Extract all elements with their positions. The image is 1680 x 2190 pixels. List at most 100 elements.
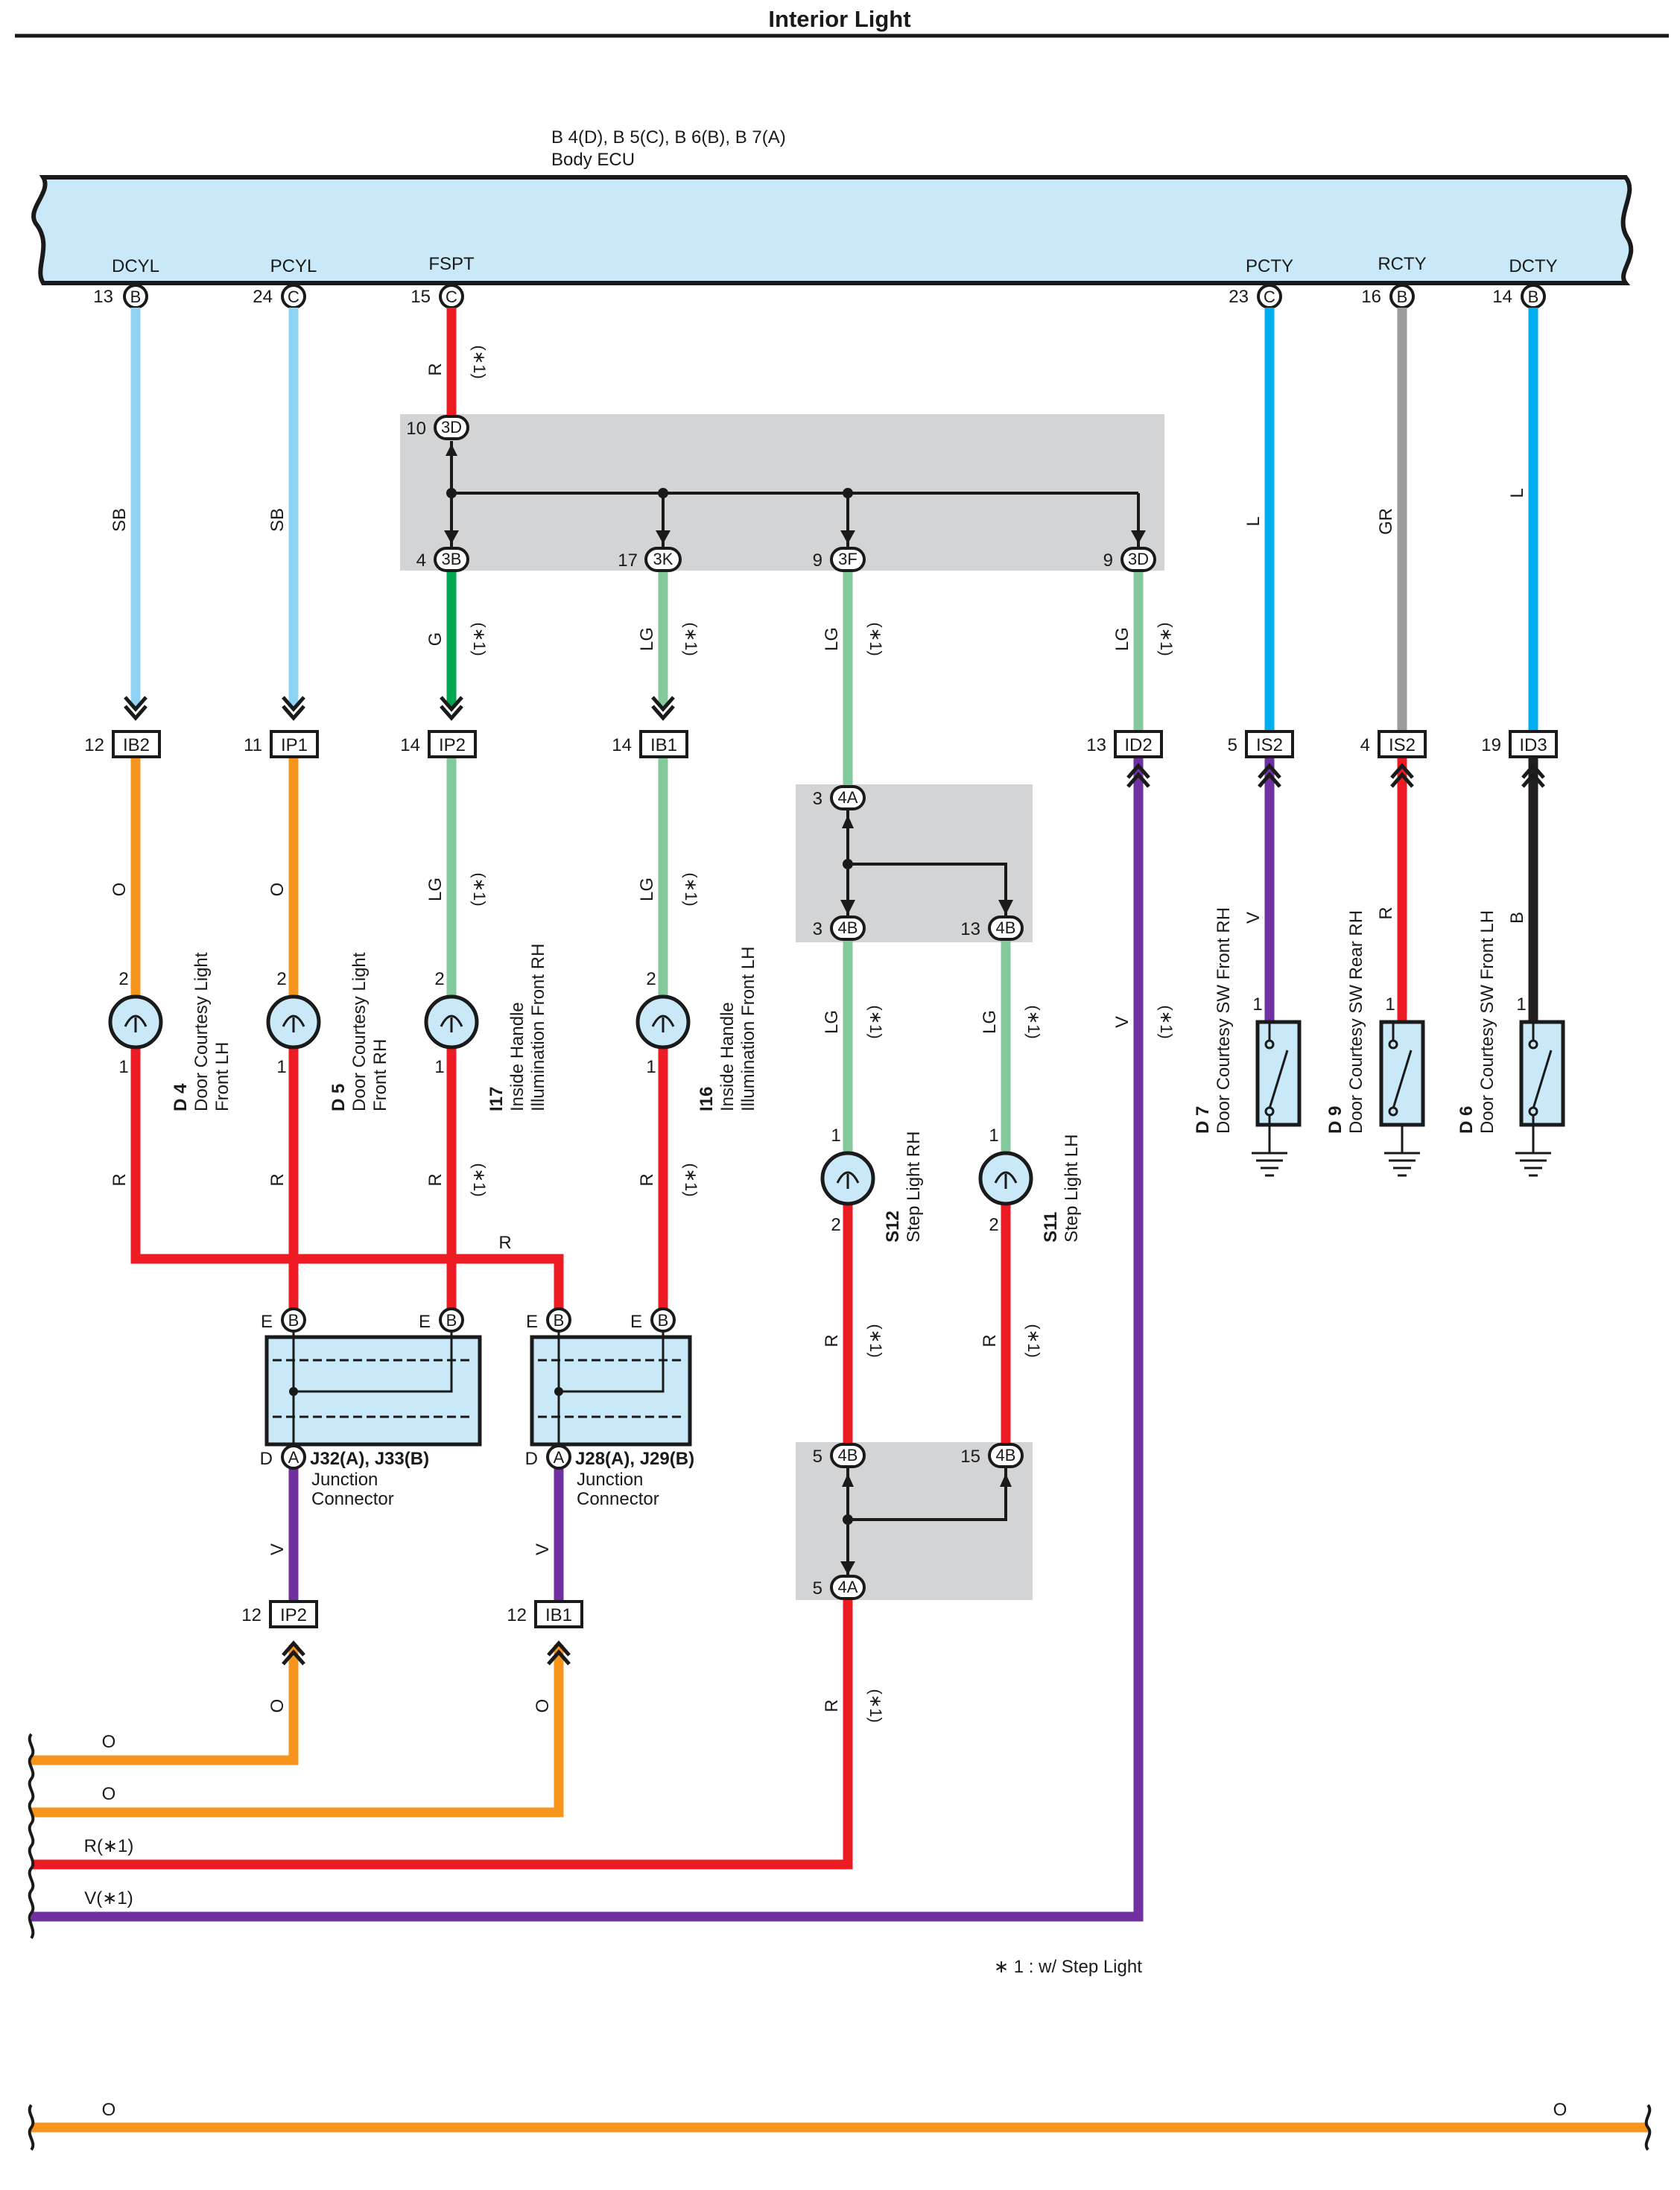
svg-text:B: B (658, 1311, 669, 1330)
ecu-pin-fspt: FSPT 15 C (411, 254, 475, 309)
svg-text:(∗1): (∗1) (866, 1689, 885, 1722)
junction-connector-1: B B A E E D J32(A), J33(B) Junction Conn… (260, 1307, 482, 1509)
ground-icon (1252, 1152, 1287, 1177)
svg-text:(∗1): (∗1) (1157, 622, 1176, 656)
svg-text:IB2: IB2 (123, 735, 150, 755)
svg-text:IB1: IB1 (650, 735, 677, 755)
svg-text:4B: 4B (996, 1446, 1016, 1464)
switch-icon (1519, 1020, 1565, 1127)
junction-connector-2: B B A E E D J28(A), J29(B) Junction Conn… (525, 1307, 694, 1509)
svg-text:R: R (1376, 907, 1396, 919)
pin-number: 13 (93, 287, 113, 307)
light-d4: 2 1 D 4 Door Courtesy Light Front LH (108, 952, 232, 1111)
svg-text:14: 14 (612, 735, 632, 755)
svg-text:E: E (261, 1312, 273, 1332)
svg-text:R: R (425, 363, 446, 375)
svg-text:(∗1): (∗1) (682, 622, 700, 656)
svg-text:E: E (526, 1312, 538, 1332)
svg-text:J28(A), J29(B): J28(A), J29(B) (575, 1449, 694, 1469)
svg-text:4B: 4B (996, 918, 1016, 937)
chevrons-down (124, 696, 675, 721)
pin-number: 23 (1229, 287, 1249, 307)
ecu-pin-pcyl: PCYL 24 C (253, 256, 317, 309)
svg-text:4B: 4B (838, 1446, 858, 1464)
inline-connector-ib1b: IB1 12 (507, 1600, 583, 1628)
svg-text:(∗1): (∗1) (682, 872, 700, 906)
jb2-terminal-b2: 4B 13 (960, 915, 1024, 941)
svg-text:IS2: IS2 (1256, 735, 1283, 755)
svg-text:A: A (288, 1448, 299, 1467)
svg-text:1: 1 (989, 1126, 998, 1146)
svg-text:3B: 3B (442, 550, 462, 568)
svg-text:S12: S12 (883, 1210, 903, 1242)
wire-labels: R (∗1) SB SB L GR L G (∗1) LG (∗1) LG (∗… (84, 345, 1568, 2120)
svg-text:V: V (1112, 1016, 1132, 1028)
svg-text:V: V (533, 1543, 553, 1555)
pin-number: 16 (1361, 287, 1381, 307)
svg-text:R: R (822, 1699, 842, 1712)
pin-number: 15 (411, 287, 431, 307)
svg-text:IS2: IS2 (1389, 735, 1416, 755)
inline-connector-ip2a: IP2 14 (400, 730, 477, 758)
svg-text:17: 17 (618, 550, 638, 571)
svg-text:R: R (980, 1334, 1000, 1347)
svg-text:B: B (288, 1311, 299, 1330)
jb1-terminal-3f: 3F 9 (813, 547, 866, 572)
svg-text:R: R (498, 1233, 511, 1253)
switch-icon (1379, 1020, 1425, 1127)
svg-text:A: A (554, 1448, 565, 1467)
svg-text:1: 1 (646, 1057, 656, 1077)
inline-connector-is2b: IS2 4 (1360, 730, 1427, 758)
svg-text:B: B (446, 1311, 457, 1330)
svg-text:R: R (425, 1173, 446, 1186)
svg-text:19: 19 (1481, 735, 1501, 755)
jb2-terminal-b1: 4B 3 (813, 915, 866, 941)
wire-r-d4 (130, 1046, 564, 1320)
light-s11: 1 2 S11 Step Light LH (978, 1126, 1082, 1242)
jb2-terminal-top: 4A 3 (813, 785, 866, 810)
svg-text:(∗1): (∗1) (470, 345, 489, 378)
svg-text:(∗1): (∗1) (866, 1324, 885, 1357)
inline-connector-ip2b: IP2 12 (241, 1600, 318, 1628)
inline-connector-id3: ID3 19 (1481, 730, 1558, 758)
svg-text:O: O (267, 1699, 288, 1713)
svg-text:1: 1 (1252, 994, 1262, 1015)
svg-text:LG: LG (637, 877, 657, 901)
svg-text:D 7: D 7 (1193, 1106, 1213, 1134)
svg-text:O: O (1553, 2100, 1568, 2120)
svg-text:3: 3 (813, 789, 822, 809)
svg-text:Connector: Connector (577, 1489, 659, 1509)
svg-text:1: 1 (434, 1057, 444, 1077)
svg-text:3K: 3K (653, 550, 673, 568)
svg-text:(∗1): (∗1) (470, 622, 489, 656)
light-s12: 1 2 S12 Step Light RH (820, 1126, 924, 1242)
svg-text:R: R (822, 1334, 842, 1347)
svg-text:12: 12 (241, 1605, 261, 1625)
svg-text:11: 11 (244, 735, 262, 755)
svg-text:1: 1 (118, 1057, 128, 1077)
jb1-terminal-3d: 3D 9 (1103, 547, 1156, 572)
svg-text:O: O (102, 2100, 116, 2120)
svg-text:2: 2 (989, 1215, 998, 1235)
svg-text:1: 1 (1516, 994, 1526, 1015)
svg-text:Inside Handle: Inside Handle (507, 1002, 527, 1111)
svg-text:3D: 3D (1128, 550, 1149, 568)
switch-d6: 1 D 6 Door Courtesy SW Front LH (1456, 910, 1565, 1177)
svg-text:Inside Handle: Inside Handle (717, 1002, 738, 1111)
svg-text:Door Courtesy Light: Door Courtesy Light (191, 952, 212, 1111)
svg-text:J32(A), J33(B): J32(A), J33(B) (310, 1449, 429, 1469)
pin-number: 14 (1492, 287, 1512, 307)
svg-text:LG: LG (425, 877, 446, 901)
svg-text:2: 2 (118, 969, 128, 989)
ecu-pin-rcty: RCTY 16 B (1361, 254, 1427, 309)
svg-text:Connector: Connector (311, 1489, 394, 1509)
wire-o-ib1 (31, 1645, 564, 1818)
svg-text:SB: SB (267, 508, 288, 532)
pin-name: PCYL (270, 256, 317, 276)
light-d5: 2 1 D 5 Door Courtesy Light Front RH (266, 952, 390, 1111)
svg-text:2: 2 (646, 969, 656, 989)
svg-text:E: E (630, 1312, 642, 1332)
wire-v-id2 (31, 758, 1144, 1922)
svg-text:15: 15 (960, 1447, 980, 1467)
pin-name: FSPT (428, 254, 475, 274)
